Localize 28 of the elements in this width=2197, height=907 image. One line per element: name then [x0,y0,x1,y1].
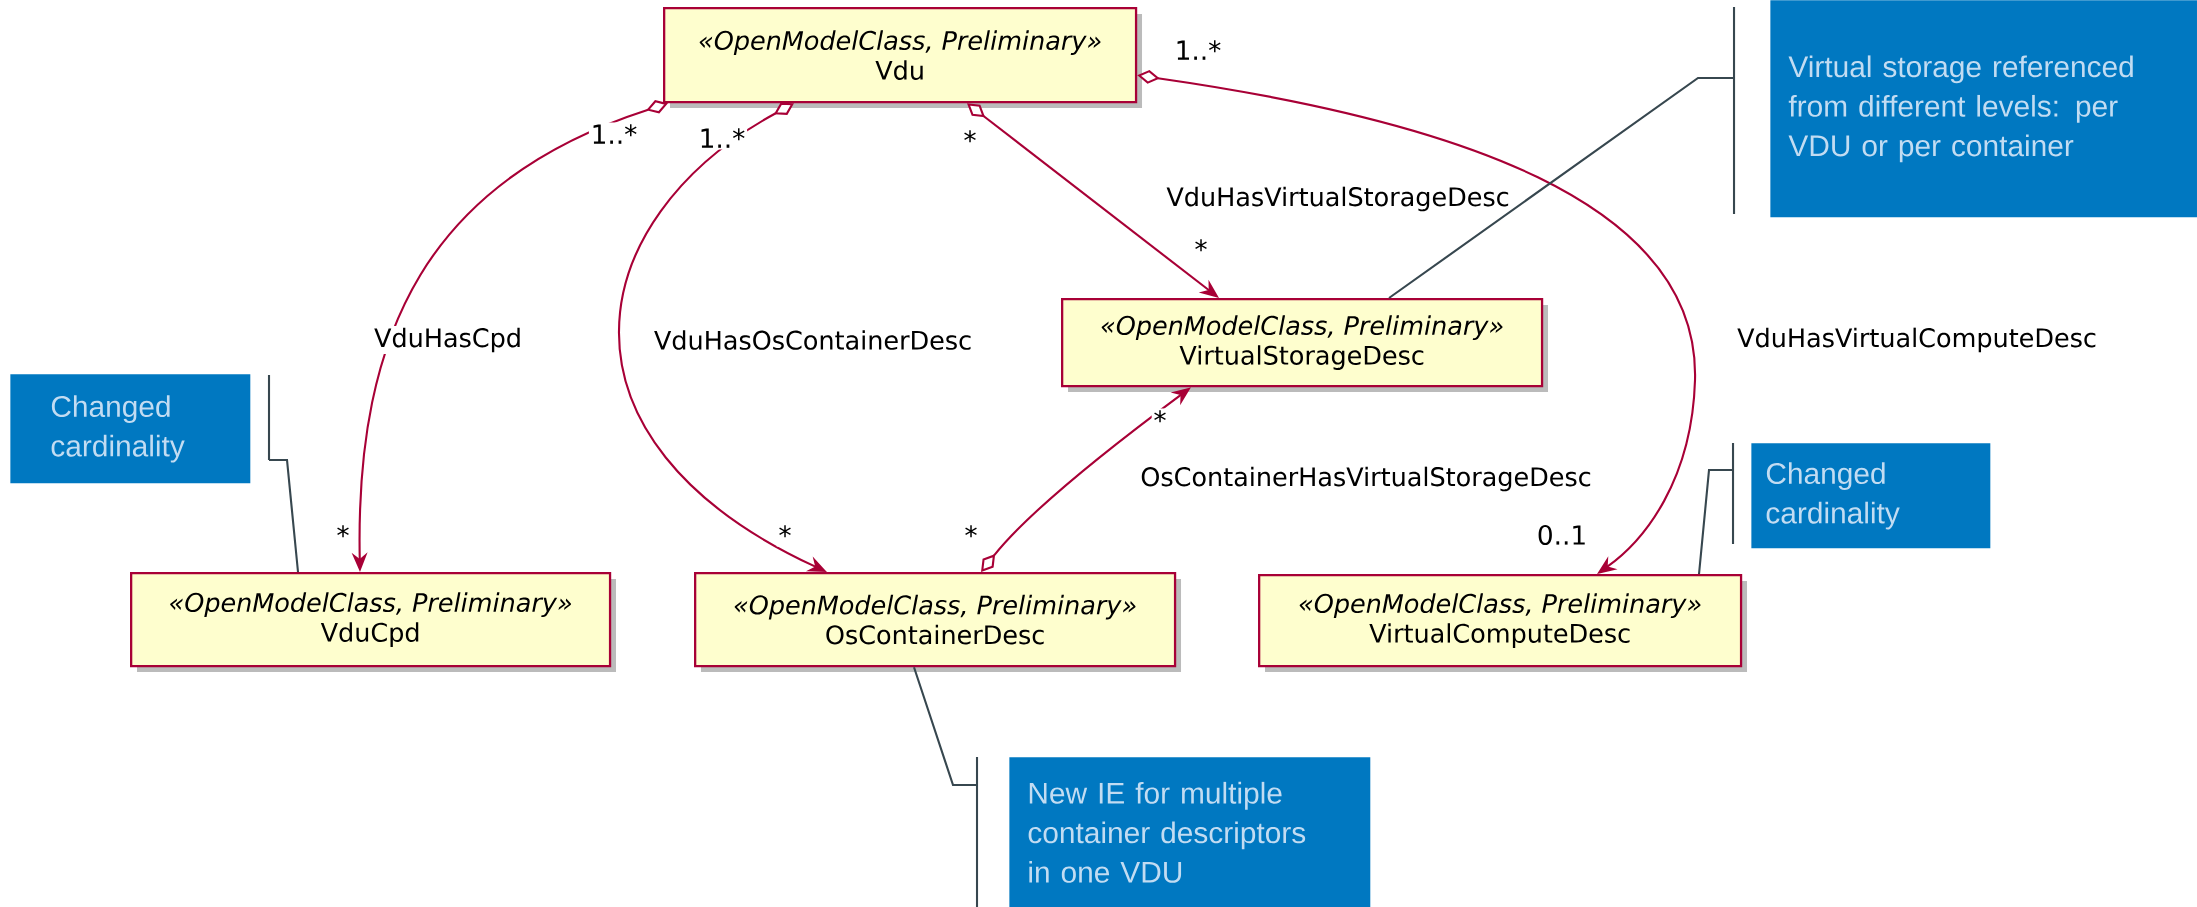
multiplicity-label: 1..* [588,122,640,146]
note-box: Virtual storage referenced from different levels: per VDU or per container [1770,0,2197,218]
multiplicity-label: 1..* [1172,38,1224,62]
note-box: Changed cardinality [1751,443,1991,549]
edge-label: VduHasVirtualComputeDesc [1735,325,2099,355]
class-box: «OpenModelClass, Preliminary» Vdu [663,7,1142,108]
multiplicity-label: * [334,523,352,547]
leader-line [1388,76,1734,299]
edge-label: OsContainerHasVirtualStorageDesc [1138,464,1594,494]
multiplicity-label: 1..* [696,126,748,150]
multiplicity-label: * [962,523,980,547]
leader-line [913,666,977,787]
class-box: «OpenModelClass, Preliminary» OsContainerDesc [694,572,1181,672]
note-box: Changed cardinality [10,374,251,484]
edge-label: VduHasOsContainerDesc [652,328,974,352]
multiplicity-label: * [961,128,979,152]
class-box: «OpenModelClass, Preliminary» VirtualComputeDesc [1258,574,1747,672]
multiplicity-label: * [1192,237,1210,261]
class-box: «OpenModelClass, Preliminary» VirtualStorageDesc [1061,298,1548,392]
class-box: «OpenModelClass, Preliminary» VduCpd [130,572,616,672]
edge-label: VduHasVirtualStorageDesc [1164,184,1512,214]
leader-line [269,458,300,573]
note-box: New IE for multiple container descriptors in one VDU [1009,757,1371,907]
multiplicity-label: 0..1 [1535,523,1589,547]
leader-line [1697,468,1733,575]
multiplicity-label: * [776,523,794,547]
multiplicity-label: * [1151,408,1169,432]
edge-label: VduHasCpd [372,325,524,355]
